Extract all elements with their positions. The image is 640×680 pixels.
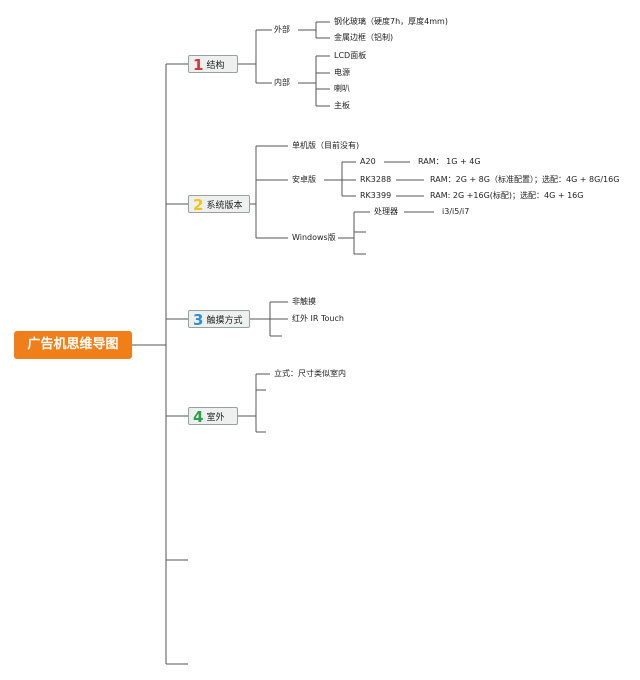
branch-label: 结构 — [206, 61, 225, 71]
node-chip-rk3399[interactable]: RK3399 — [360, 191, 392, 200]
branch-label: 系统版本 — [206, 201, 243, 211]
node-power-supply[interactable]: 电源 — [334, 68, 350, 77]
root-node[interactable]: 广告机思维导图 — [14, 331, 132, 359]
node-android[interactable]: 安卓版 — [292, 175, 316, 184]
branch-label: 触摸方式 — [206, 316, 243, 326]
node-mainboard[interactable]: 主板 — [334, 101, 350, 110]
node-windows[interactable]: Windows版 — [292, 233, 336, 242]
node-ir-touch[interactable]: 红外 IR Touch — [292, 314, 344, 323]
node-metal-frame[interactable]: 金属边框（铝制) — [334, 33, 394, 42]
node-spec-a20[interactable]: RAM： 1G + 4G — [418, 157, 481, 166]
node-spec-rk3288[interactable]: RAM：2G + 8G（标准配置）；选配：4G + 8G/16G — [430, 175, 620, 184]
branch-number: 3 — [193, 311, 204, 329]
branch-number: 4 — [193, 408, 204, 426]
node-processor[interactable]: 处理器 — [374, 207, 398, 216]
node-lcd-panel[interactable]: LCD面板 — [334, 51, 367, 60]
node-chip-a20[interactable]: A20 — [360, 157, 376, 166]
node-non-touch[interactable]: 非触摸 — [292, 297, 316, 306]
node-spec-rk3399[interactable]: RAM: 2G +16G(标配)；选配：4G + 16G — [430, 191, 584, 200]
node-chip-rk3288[interactable]: RK3288 — [360, 175, 392, 184]
node-standalone[interactable]: 单机版（目前没有) — [292, 141, 360, 150]
node-interior[interactable]: 内部 — [274, 78, 290, 87]
branch-number: 2 — [193, 196, 204, 214]
node-exterior[interactable]: 外部 — [274, 25, 290, 34]
node-processor-value[interactable]: i3/i5/i7 — [442, 207, 470, 216]
node-tempered-glass[interactable]: 钢化玻璃（硬度7h，厚度4mm) — [334, 17, 448, 26]
branch-label: 室外 — [206, 413, 225, 423]
node-speaker[interactable]: 喇叭 — [334, 84, 350, 93]
branch-number: 1 — [193, 56, 204, 74]
node-standing[interactable]: 立式：尺寸类似室内 — [274, 369, 346, 378]
